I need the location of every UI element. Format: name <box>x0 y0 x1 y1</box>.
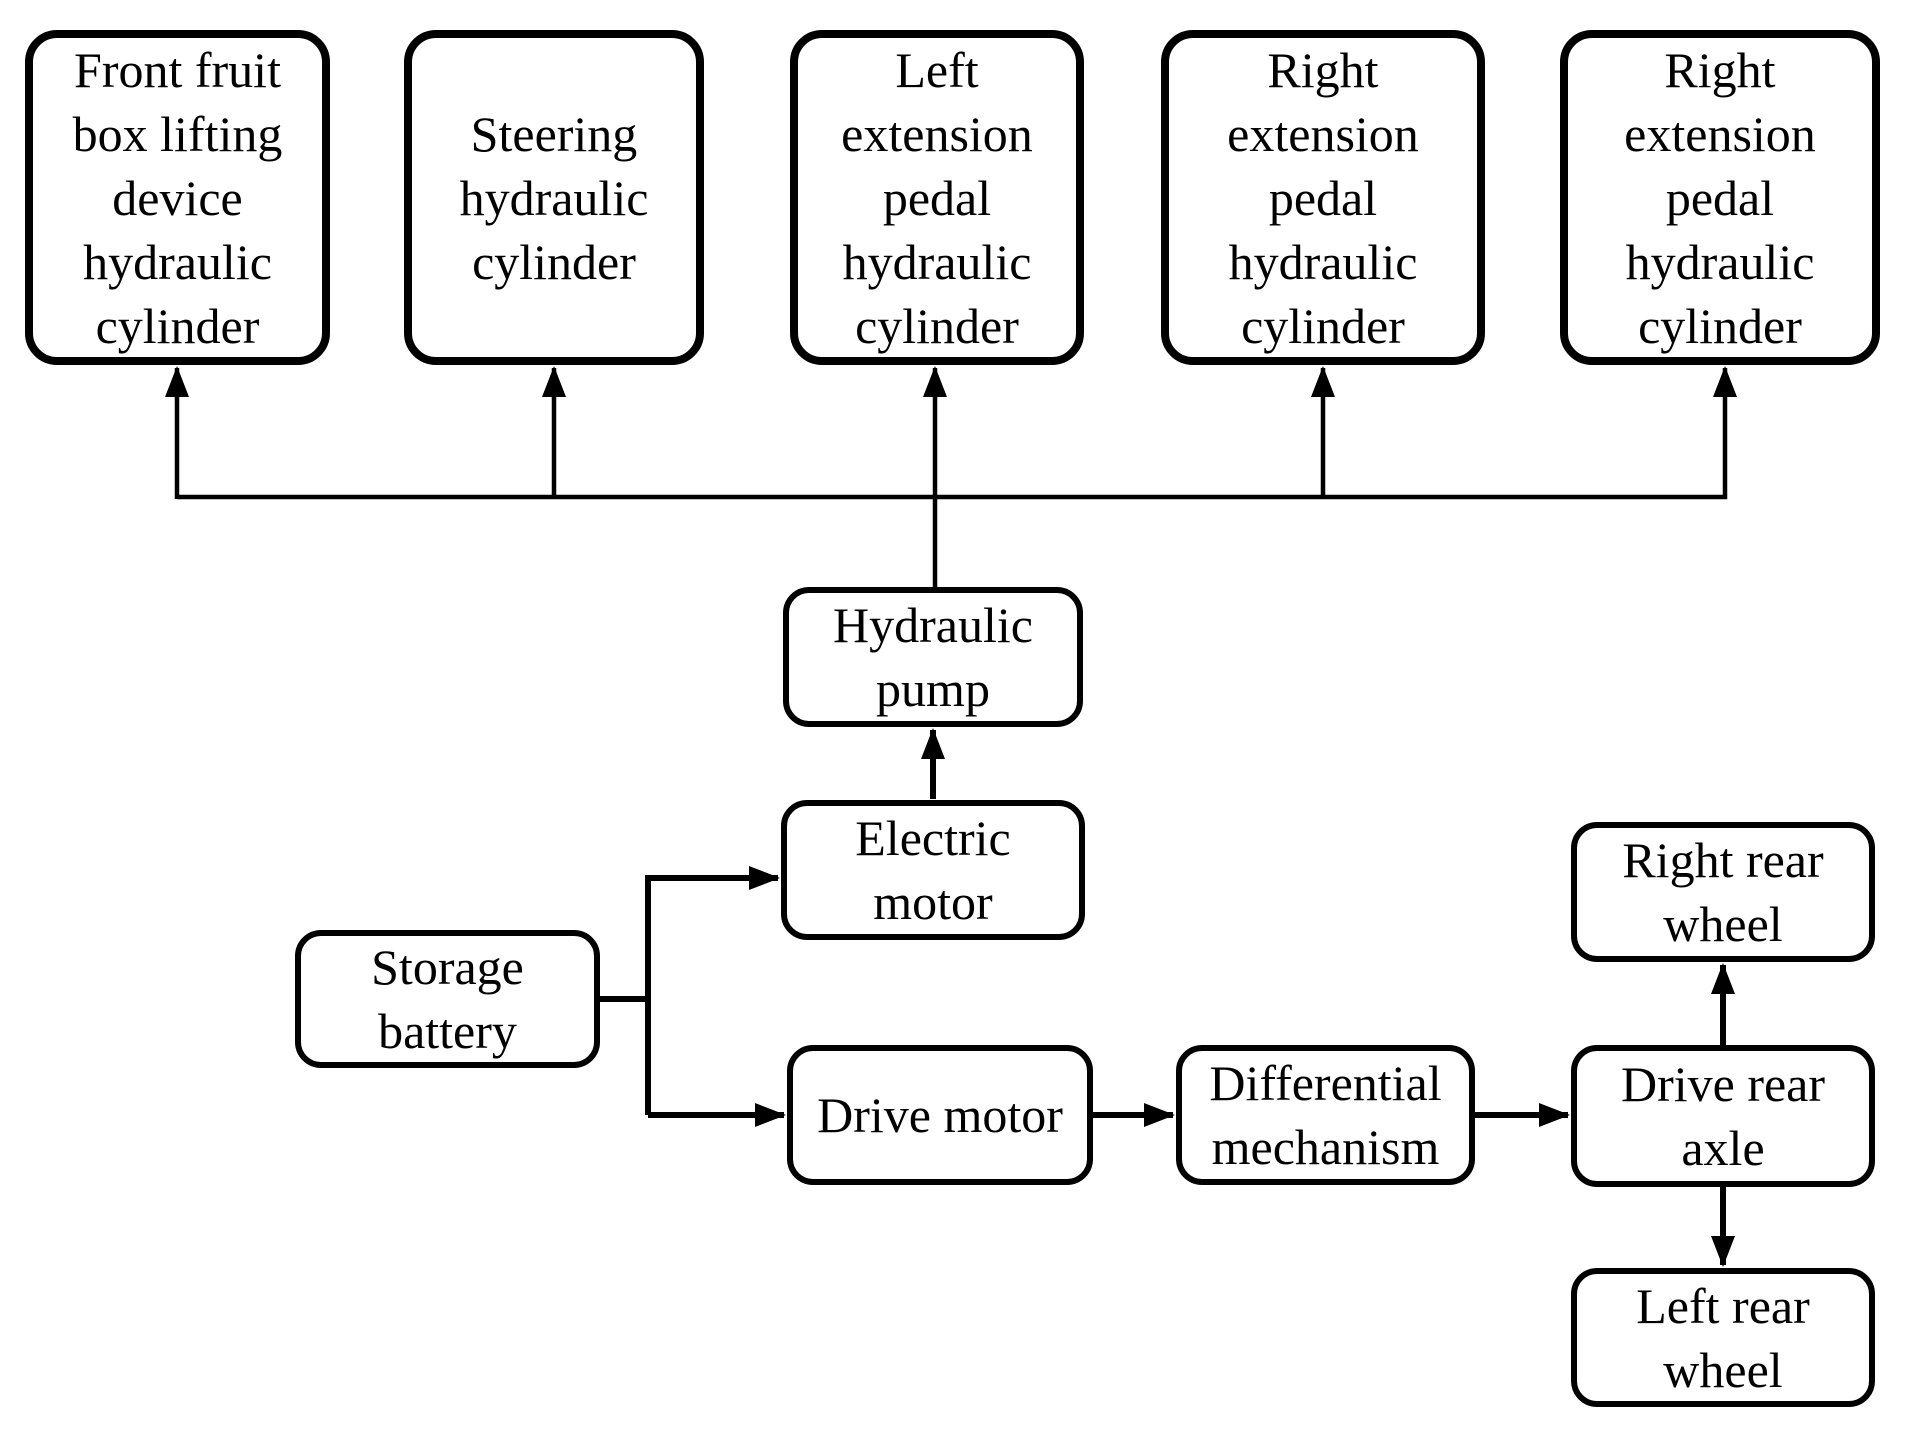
node-drive-rear-axle: Drive rear axle <box>1571 1045 1875 1187</box>
node-differential-mechanism: Differential mechanism <box>1176 1045 1475 1185</box>
node-storage-battery: Storage battery <box>295 930 600 1068</box>
node-electric-motor: Electric motor <box>781 800 1085 940</box>
node-right-extension-pedal-cylinder-b: Right extension pedal hydraulic cylinder <box>1560 30 1880 365</box>
node-drive-motor: Drive motor <box>787 1045 1093 1185</box>
node-front-fruit-box-lifting-cylinder: Front fruit box lifting device hydraulic… <box>25 30 330 365</box>
edge-bus-to-right-pedal-cylinder-b <box>177 366 1737 500</box>
node-right-rear-wheel: Right rear wheel <box>1571 822 1875 962</box>
node-steering-hydraulic-cylinder: Steering hydraulic cylinder <box>404 30 704 365</box>
node-left-rear-wheel: Left rear wheel <box>1571 1268 1875 1407</box>
node-left-extension-pedal-cylinder: Left extension pedal hydraulic cylinder <box>790 30 1084 365</box>
node-right-extension-pedal-cylinder-a: Right extension pedal hydraulic cylinder <box>1161 30 1485 365</box>
edge-battery-to-electric-motor <box>645 866 780 1115</box>
node-hydraulic-pump: Hydraulic pump <box>783 587 1083 727</box>
